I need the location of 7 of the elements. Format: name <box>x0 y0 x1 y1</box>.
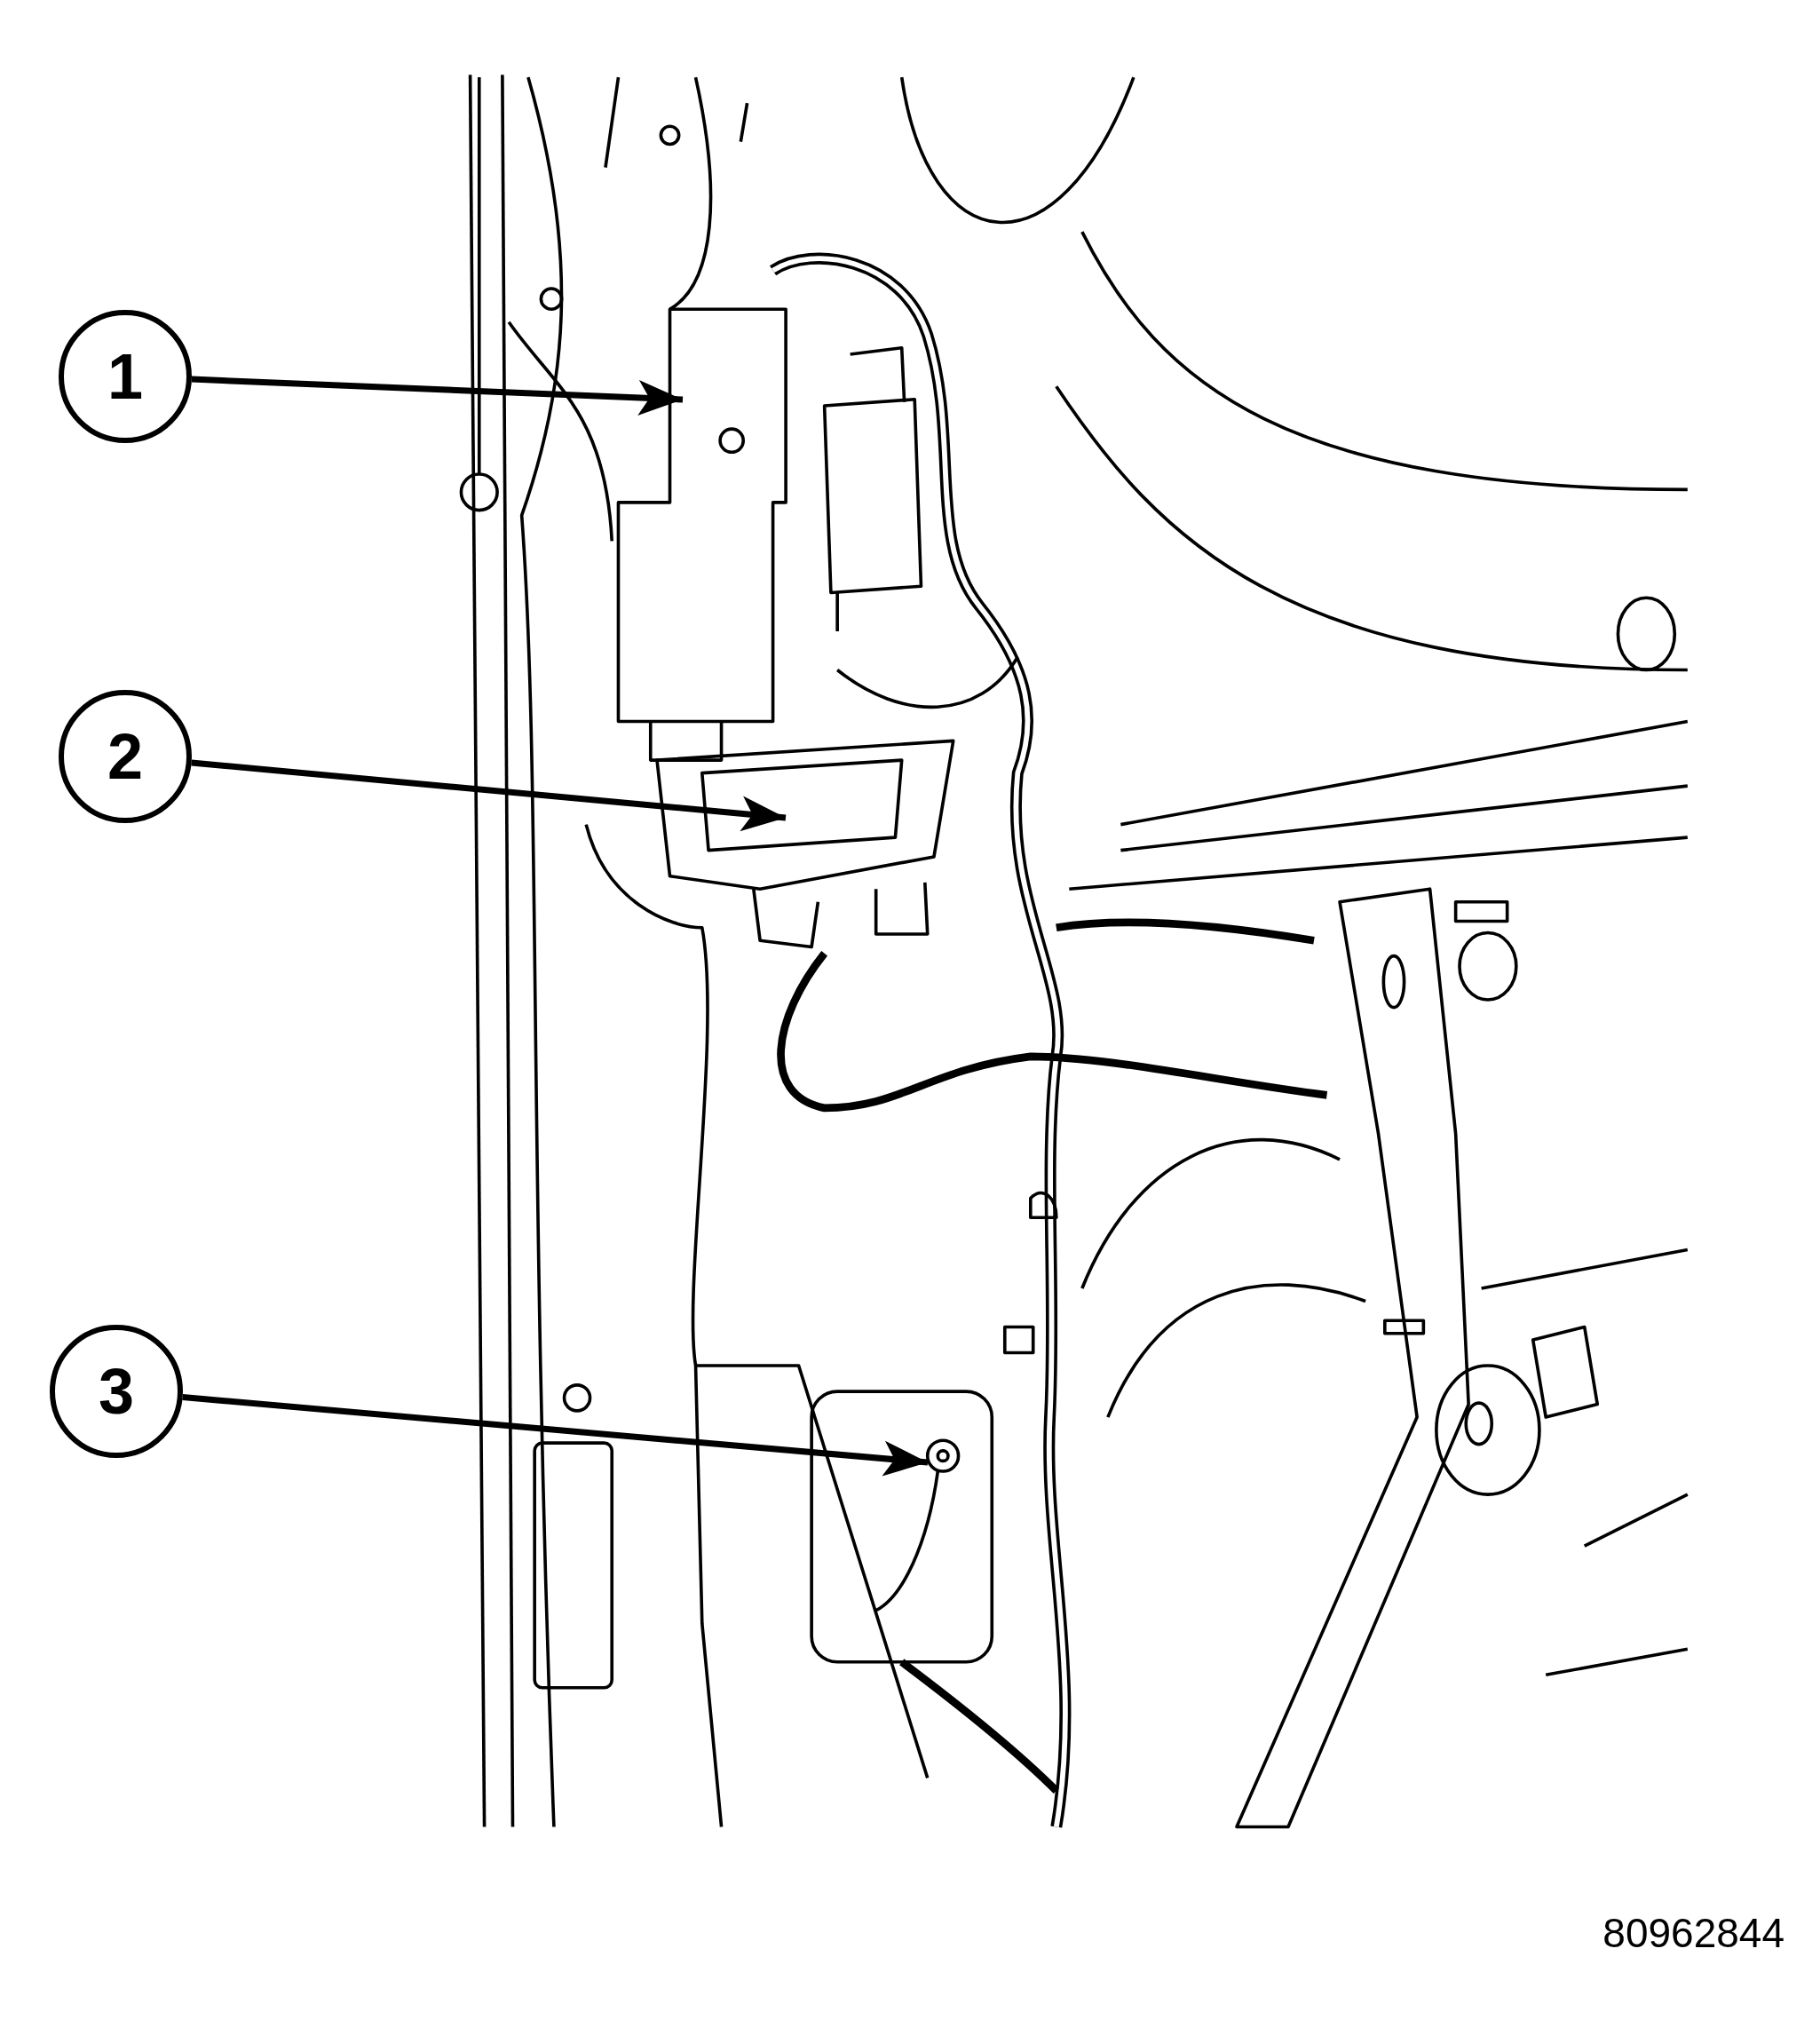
callout-number: 1 <box>107 345 143 408</box>
figure-number: 80962844 <box>1602 1909 1784 1957</box>
callout-number: 2 <box>107 725 143 788</box>
callout-number: 3 <box>98 1359 134 1423</box>
leader-arrow <box>191 759 787 832</box>
leader-arrow <box>182 1394 929 1477</box>
leader-arrow <box>191 376 684 416</box>
